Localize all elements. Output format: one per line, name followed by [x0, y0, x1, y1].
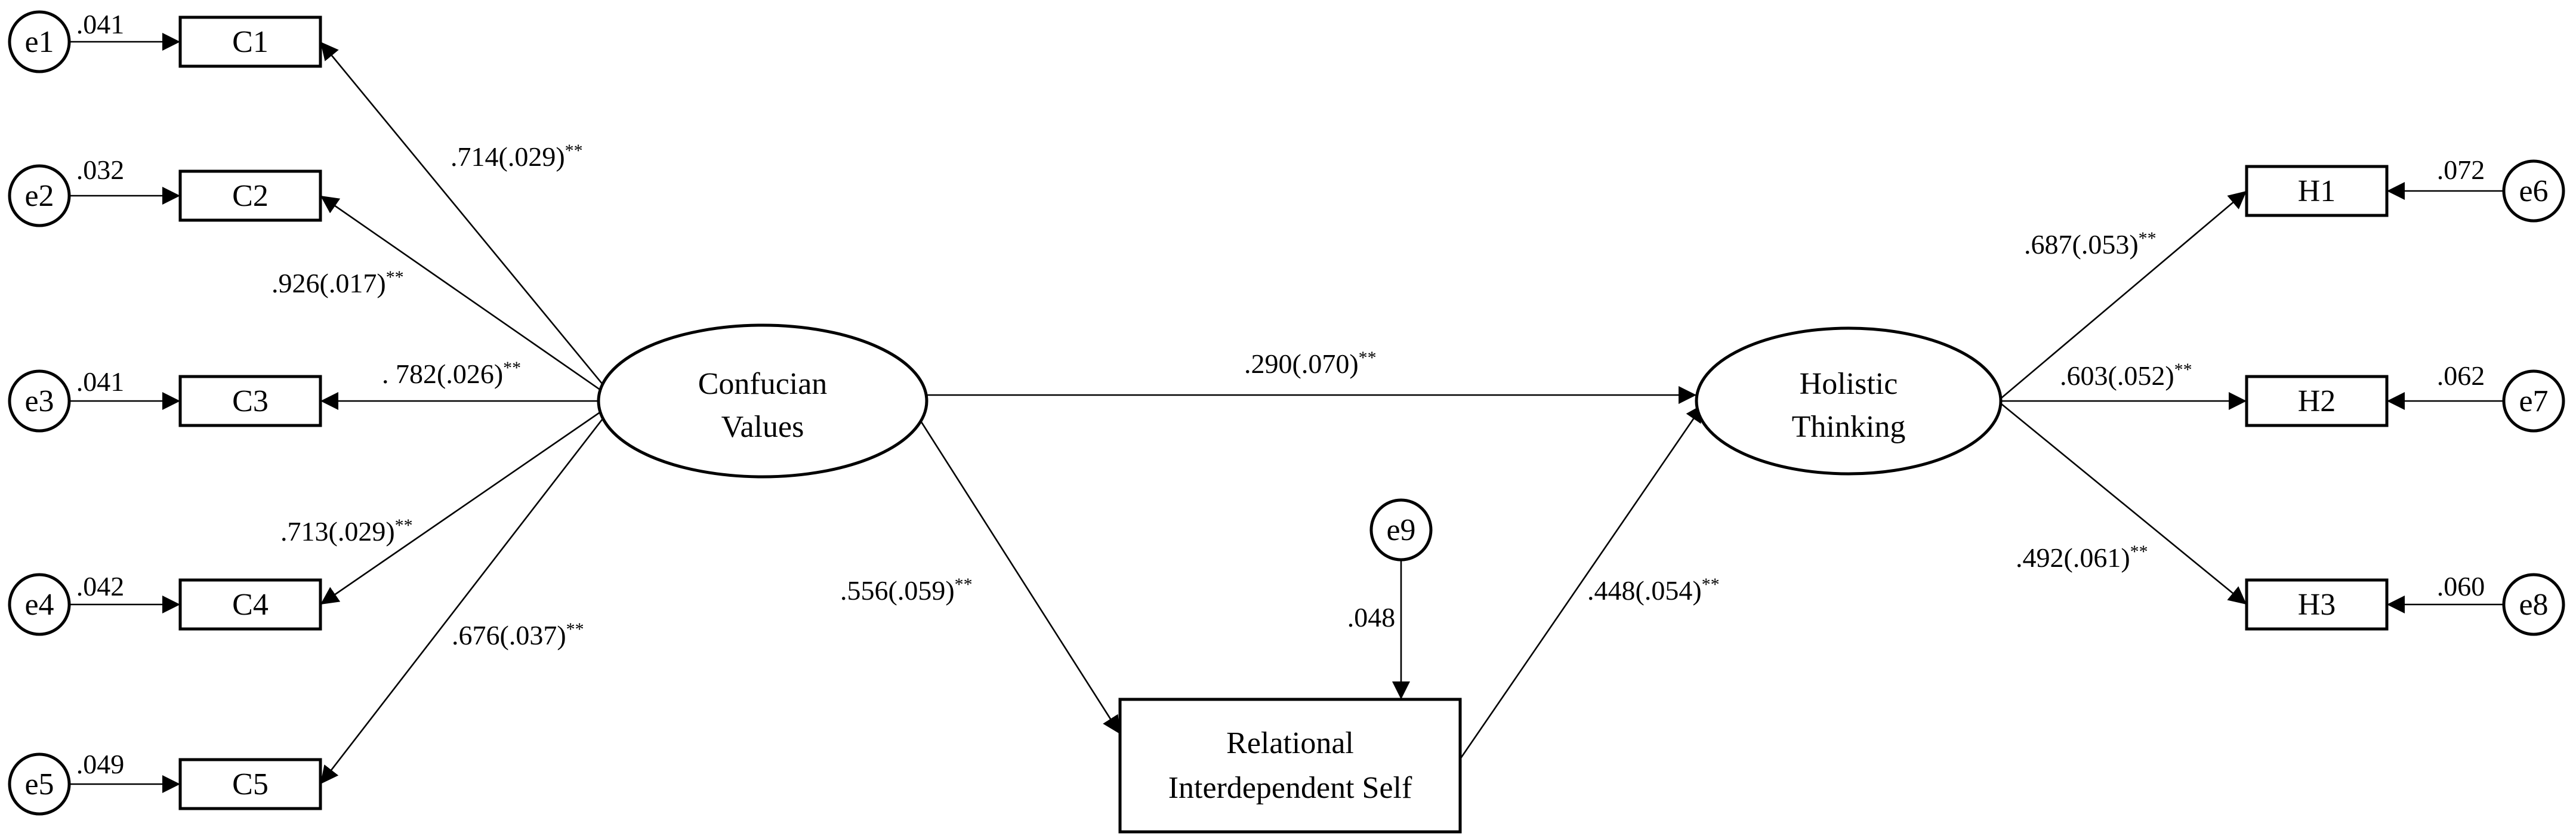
error-loading-e5: .049	[76, 749, 125, 779]
indicator-label-C2: C2	[232, 179, 269, 213]
mediator-label-line1: Relational	[1226, 726, 1354, 760]
path-coef-relational-holistic: .448(.054)**	[1587, 575, 1720, 606]
indicator-box-H3	[2245, 578, 2389, 631]
error-label-e4: e4	[24, 588, 54, 622]
loading-coef-C1: .714(.029)**	[451, 141, 583, 172]
error-loading-e3: .041	[76, 366, 125, 397]
error-loading-e8: .060	[2437, 571, 2485, 602]
error-circle-e1	[8, 10, 71, 73]
loading-arrow-C5	[319, 400, 618, 785]
error-circle-e5	[8, 752, 71, 816]
loading-arrow-H1	[1997, 190, 2247, 402]
indicator-box-C5	[178, 758, 322, 810]
error-label-e2: e2	[24, 179, 54, 213]
error-circle-e7	[2502, 369, 2565, 433]
loading-arrow-C2	[320, 195, 617, 402]
latent-label-holistic-line2: Thinking	[1792, 410, 1906, 444]
error-label-e8: e8	[2519, 588, 2548, 622]
loading-coef-C2: .926(.017)**	[272, 267, 404, 298]
error-label-e6: e6	[2519, 174, 2548, 208]
loading-coef-H3: .492(.061)**	[2016, 542, 2148, 573]
latent-confucian-values	[597, 323, 928, 479]
loading-coef-H1: .687(.053)**	[2024, 229, 2157, 260]
error-loading-e4: .042	[76, 571, 125, 602]
error-loading-e6: .072	[2437, 155, 2485, 185]
error-circle-e8	[2502, 573, 2565, 636]
path-arrow-confucian-relational	[911, 406, 1121, 735]
path-coef-confucian-relational: .556(.059)**	[840, 575, 973, 606]
indicator-box-H1	[2245, 165, 2389, 217]
error-loading-e1: .041	[76, 9, 125, 39]
indicator-label-H2: H2	[2298, 384, 2336, 418]
error-circle-e4	[8, 573, 71, 636]
error-label-e3: e3	[24, 384, 54, 418]
error-loading-e9: .048	[1347, 602, 1396, 633]
path-coef-confucian-holistic: .290(.070)**	[1244, 348, 1377, 379]
indicator-label-H1: H1	[2298, 174, 2336, 208]
indicator-label-C1: C1	[232, 25, 269, 59]
mediator-label-line2: Interdependent Self	[1168, 771, 1412, 805]
indicator-label-H3: H3	[2298, 588, 2336, 622]
loading-coef-C3: . 782(.026)**	[382, 358, 521, 389]
error-loading-e2: .032	[76, 155, 125, 185]
indicator-box-C1	[178, 16, 322, 68]
loading-coef-C5: .676(.037)**	[452, 619, 584, 650]
indicator-box-C3	[178, 375, 322, 427]
error-circle-e2	[8, 164, 71, 227]
indicator-label-C4: C4	[232, 588, 269, 622]
error-circle-e3	[8, 369, 71, 433]
latent-holistic-thinking	[1695, 326, 2003, 476]
indicator-box-H2	[2245, 375, 2389, 427]
mediator-relational-interdependent-self	[1118, 698, 1462, 834]
latent-label-confucian-line1: Confucian	[698, 367, 828, 401]
error-label-e1: e1	[24, 25, 54, 59]
error-label-e9: e9	[1386, 513, 1415, 547]
loading-arrow-H3	[1997, 400, 2247, 606]
loading-arrow-C1	[319, 41, 618, 402]
error-label-e7: e7	[2519, 384, 2548, 418]
indicator-box-C4	[178, 578, 322, 631]
indicator-label-C5: C5	[232, 767, 269, 801]
error-circle-e9	[1369, 498, 1433, 562]
error-label-e5: e5	[24, 767, 54, 801]
latent-label-confucian-line2: Values	[721, 410, 804, 444]
latent-label-holistic-line1: Holistic	[1800, 367, 1898, 401]
error-circle-e6	[2502, 159, 2565, 223]
path-arrow-relational-holistic	[1459, 403, 1705, 760]
loading-coef-H2: .603(.052)**	[2060, 360, 2192, 391]
loading-arrow-C4	[320, 400, 617, 606]
indicator-label-C3: C3	[232, 384, 269, 418]
error-loading-e7: .062	[2437, 360, 2485, 391]
loading-coef-C4: .713(.029)**	[280, 516, 413, 547]
indicator-box-C2	[178, 169, 322, 222]
